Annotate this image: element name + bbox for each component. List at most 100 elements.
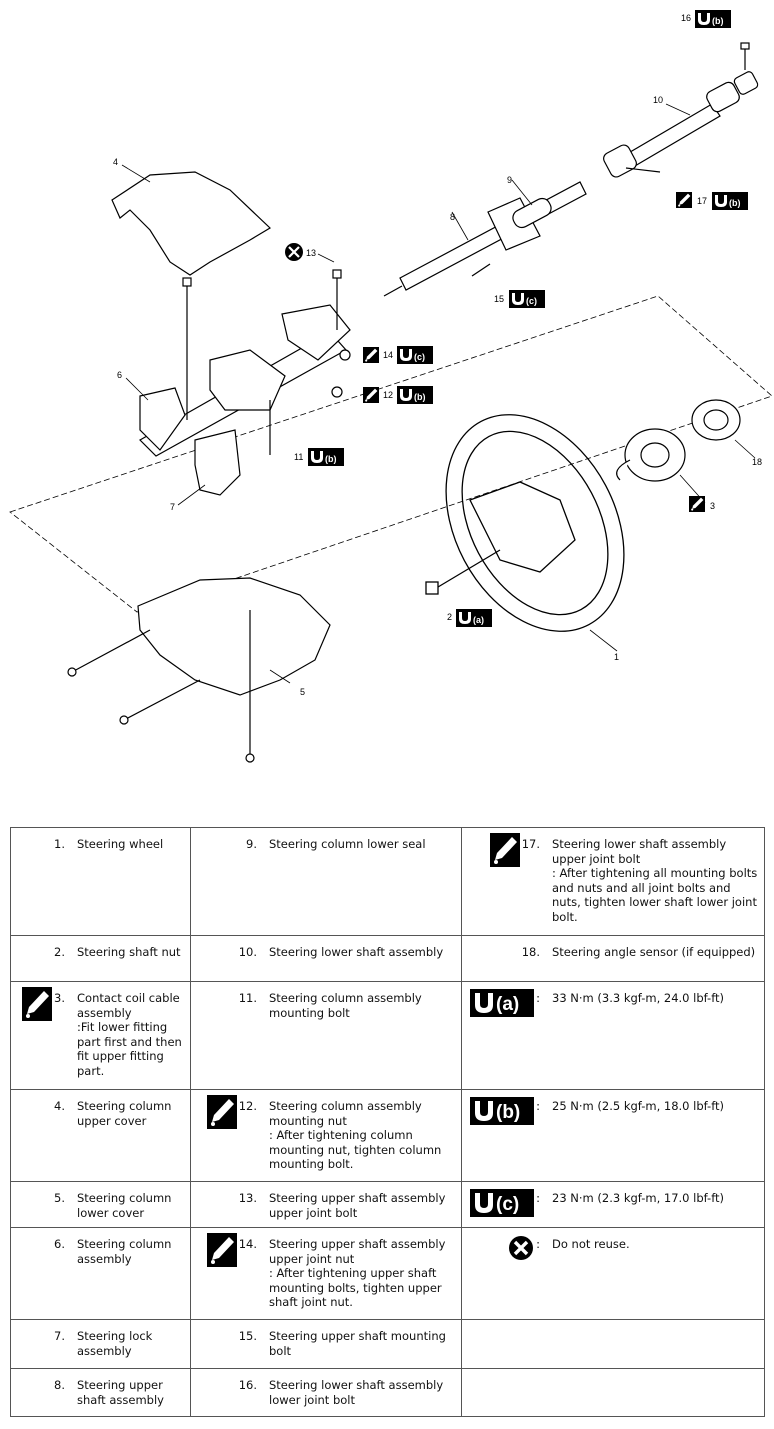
legend-number-text: 3. (54, 991, 65, 1005)
legend-cell: 4.Steering column upper cover (10, 1089, 191, 1182)
legend-description: 25 N·m (2.5 kgf-m, 18.0 lbf-ft) (552, 1099, 725, 1113)
legend-description: Steering column upper cover (77, 1099, 172, 1128)
legend-description: 23 N·m (2.3 kgf-m, 17.0 lbf-ft) (552, 1191, 725, 1205)
torque-b-icon: (b) (470, 1097, 535, 1129)
callout-2: 2 (447, 612, 452, 622)
steering-wheel-part (425, 414, 625, 632)
legend-number-text: 2. (54, 945, 65, 959)
legend-cell: 3. Contact coil cable assembly :Fit lower… (10, 981, 191, 1090)
legend-number-text: : (536, 991, 540, 1005)
legend-cell: 17. Steering lower shaft assembly upper j… (461, 827, 765, 936)
callout-14: 14 (383, 350, 393, 360)
legend-cell: 13.Steering upper shaft assembly upper j… (190, 1181, 462, 1228)
apply-grease-icon (689, 496, 705, 512)
legend-cell: 7. Steering lock assembly (10, 1319, 191, 1369)
legend-number-text: : (536, 1099, 540, 1113)
legend-description: Steering lower shaft assembly lower join… (269, 1378, 444, 1407)
legend-description: Steering lower shaft assembly upper join… (552, 837, 758, 924)
apply-grease-icon (22, 987, 53, 1025)
legend-description: Steering column assembly mounting nut : … (269, 1099, 442, 1171)
do-not-reuse-icon (508, 1236, 534, 1265)
legend-number-text: 5. (54, 1191, 65, 1205)
apply-grease-icon (206, 1095, 237, 1133)
callout-9: 9 (507, 175, 512, 185)
legend-number: 10. (191, 945, 269, 960)
legend-cell: 14.Steering upper shaft assembly upper j… (190, 1227, 462, 1320)
callout-4: 4 (113, 157, 118, 167)
legend-cell: 10.Steering lower shaft assembly (190, 935, 462, 982)
contact-coil-part (616, 399, 741, 482)
legend-number: 4. (11, 1099, 77, 1128)
legend-cell: 11.Steering column assembly mounting bol… (190, 981, 462, 1090)
legend-number-text: 17. (521, 837, 540, 851)
legend-cell: 18. Steering angle sensor (if equipped) (461, 935, 765, 982)
legend-cell: 6. Steering column assembly (10, 1227, 191, 1320)
callout-17: 17 (697, 196, 707, 206)
legend-number: 18. (462, 945, 552, 960)
torque-a-icon: (a) (470, 989, 535, 1021)
legend-description: Steering angle sensor (if equipped) (552, 945, 756, 959)
legend-description: Steering upper shaft assembly upper join… (269, 1191, 446, 1220)
legend-number: 2. (11, 945, 77, 960)
callout-11: 11 (294, 452, 303, 462)
callout-5: 5 (300, 687, 305, 697)
legend-number: (b): (462, 1097, 552, 1129)
legend-number-text: 14. (238, 1237, 257, 1251)
legend-number-text: 1. (54, 837, 65, 851)
apply-grease-icon (363, 347, 379, 363)
legend-description: Steering column assembly (77, 1237, 172, 1266)
legend-number: (c): (462, 1189, 552, 1221)
callout-15: 15 (494, 294, 504, 304)
legend-row: 6. Steering column assembly 14.Steering up… (10, 1227, 765, 1320)
lower-cover-part (67, 577, 331, 763)
legend-number-text: 18. (521, 945, 540, 959)
torque-mark-2: (a) (473, 615, 484, 625)
legend-row: 3. Contact coil cable assembly :Fit lower… (10, 981, 765, 1090)
callout-labels: 1 2 3 4 5 6 7 8 9 10 11 12 13 14 15 16 1… (113, 13, 762, 697)
legend-cell: (c):23 N·m (2.3 kgf-m, 17.0 lbf-ft) (461, 1181, 765, 1228)
torque-mark: (c) (496, 1194, 519, 1215)
callout-6: 6 (117, 370, 122, 380)
assembly-boundary (9, 295, 773, 613)
callout-3: 3 (710, 501, 715, 511)
do-not-reuse-icon (285, 243, 303, 261)
legend-number: 8. (11, 1378, 77, 1407)
callout-7: 7 (170, 502, 175, 512)
upper-shaft-part (383, 181, 587, 297)
legend-number: 9. (191, 837, 269, 852)
legend-number-text: 11. (238, 991, 257, 1005)
steering-column-part (139, 269, 351, 457)
legend-cell (461, 1319, 765, 1369)
legend-cell: 12.Steering column assembly mounting nut… (190, 1089, 462, 1182)
legend-cell: 1.Steering wheel (10, 827, 191, 936)
legend-cell: (a):33 N·m (3.3 kgf-m, 24.0 lbf-ft) (461, 981, 765, 1090)
callout-8: 8 (450, 212, 455, 222)
legend-cell: (b):25 N·m (2.5 kgf-m, 18.0 lbf-ft) (461, 1089, 765, 1182)
legend-number: 16. (191, 1378, 269, 1407)
steering-lock-part (194, 429, 241, 496)
callout-1: 1 (614, 652, 619, 662)
legend-number-text: 9. (246, 837, 257, 851)
legend-number: 5. (11, 1191, 77, 1220)
legend-description: Steering lock assembly (77, 1329, 153, 1358)
torque-mark-16: (b) (712, 16, 724, 26)
legend-number: 15. (191, 1329, 269, 1358)
legend-number: 17. (462, 833, 552, 924)
legend-number-text: 7. (54, 1329, 65, 1343)
legend-number: 3. (11, 987, 77, 1078)
legend-number-text: 16. (238, 1378, 257, 1392)
legend-number-text: 6. (54, 1237, 65, 1251)
legend-description: Contact coil cable assembly :Fit lower f… (77, 991, 182, 1078)
legend-number-text: 8. (54, 1378, 65, 1392)
legend-cell: 9.Steering column lower seal (190, 827, 462, 936)
torque-mark-17: (b) (729, 198, 741, 208)
upper-cover-part (111, 171, 271, 276)
callout-12: 12 (383, 390, 393, 400)
legend-number: 12. (191, 1095, 269, 1172)
